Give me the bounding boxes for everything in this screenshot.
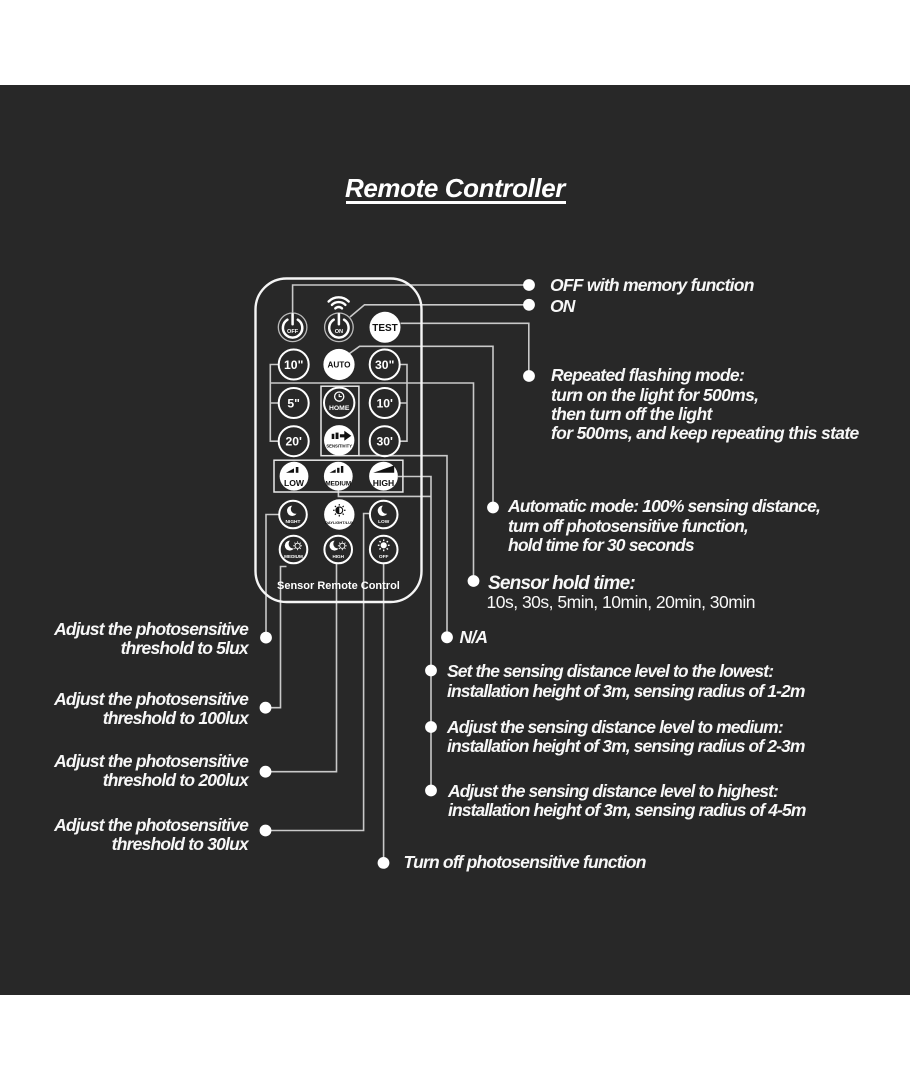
svg-text:ON: ON xyxy=(335,329,343,335)
svg-text:MEDIUM: MEDIUM xyxy=(325,481,351,488)
svg-text:LOW: LOW xyxy=(378,519,390,525)
svg-text:DAYLIGHT/LUX: DAYLIGHT/LUX xyxy=(325,520,354,525)
svg-text:30': 30' xyxy=(376,435,393,449)
svg-text:HIGH: HIGH xyxy=(332,554,344,559)
svg-text:OFF: OFF xyxy=(287,329,299,335)
svg-text:HOME: HOME xyxy=(329,405,350,412)
svg-text:10': 10' xyxy=(376,396,393,410)
svg-text:LOW: LOW xyxy=(284,478,305,488)
svg-text:HIGH: HIGH xyxy=(373,478,394,488)
svg-text:AUTO: AUTO xyxy=(327,361,351,370)
svg-text:NIGHT: NIGHT xyxy=(286,519,301,525)
svg-text:OFF: OFF xyxy=(379,554,389,560)
svg-text:MEDIUM: MEDIUM xyxy=(284,554,303,559)
svg-text:20': 20' xyxy=(285,435,302,449)
svg-text:5": 5" xyxy=(287,396,300,410)
svg-text:10": 10" xyxy=(284,358,303,372)
svg-text:Sensor Remote Control: Sensor Remote Control xyxy=(277,580,400,592)
svg-text:SENSITIVITY: SENSITIVITY xyxy=(326,444,352,449)
svg-text:30": 30" xyxy=(375,358,394,372)
svg-text:TEST: TEST xyxy=(372,323,398,334)
